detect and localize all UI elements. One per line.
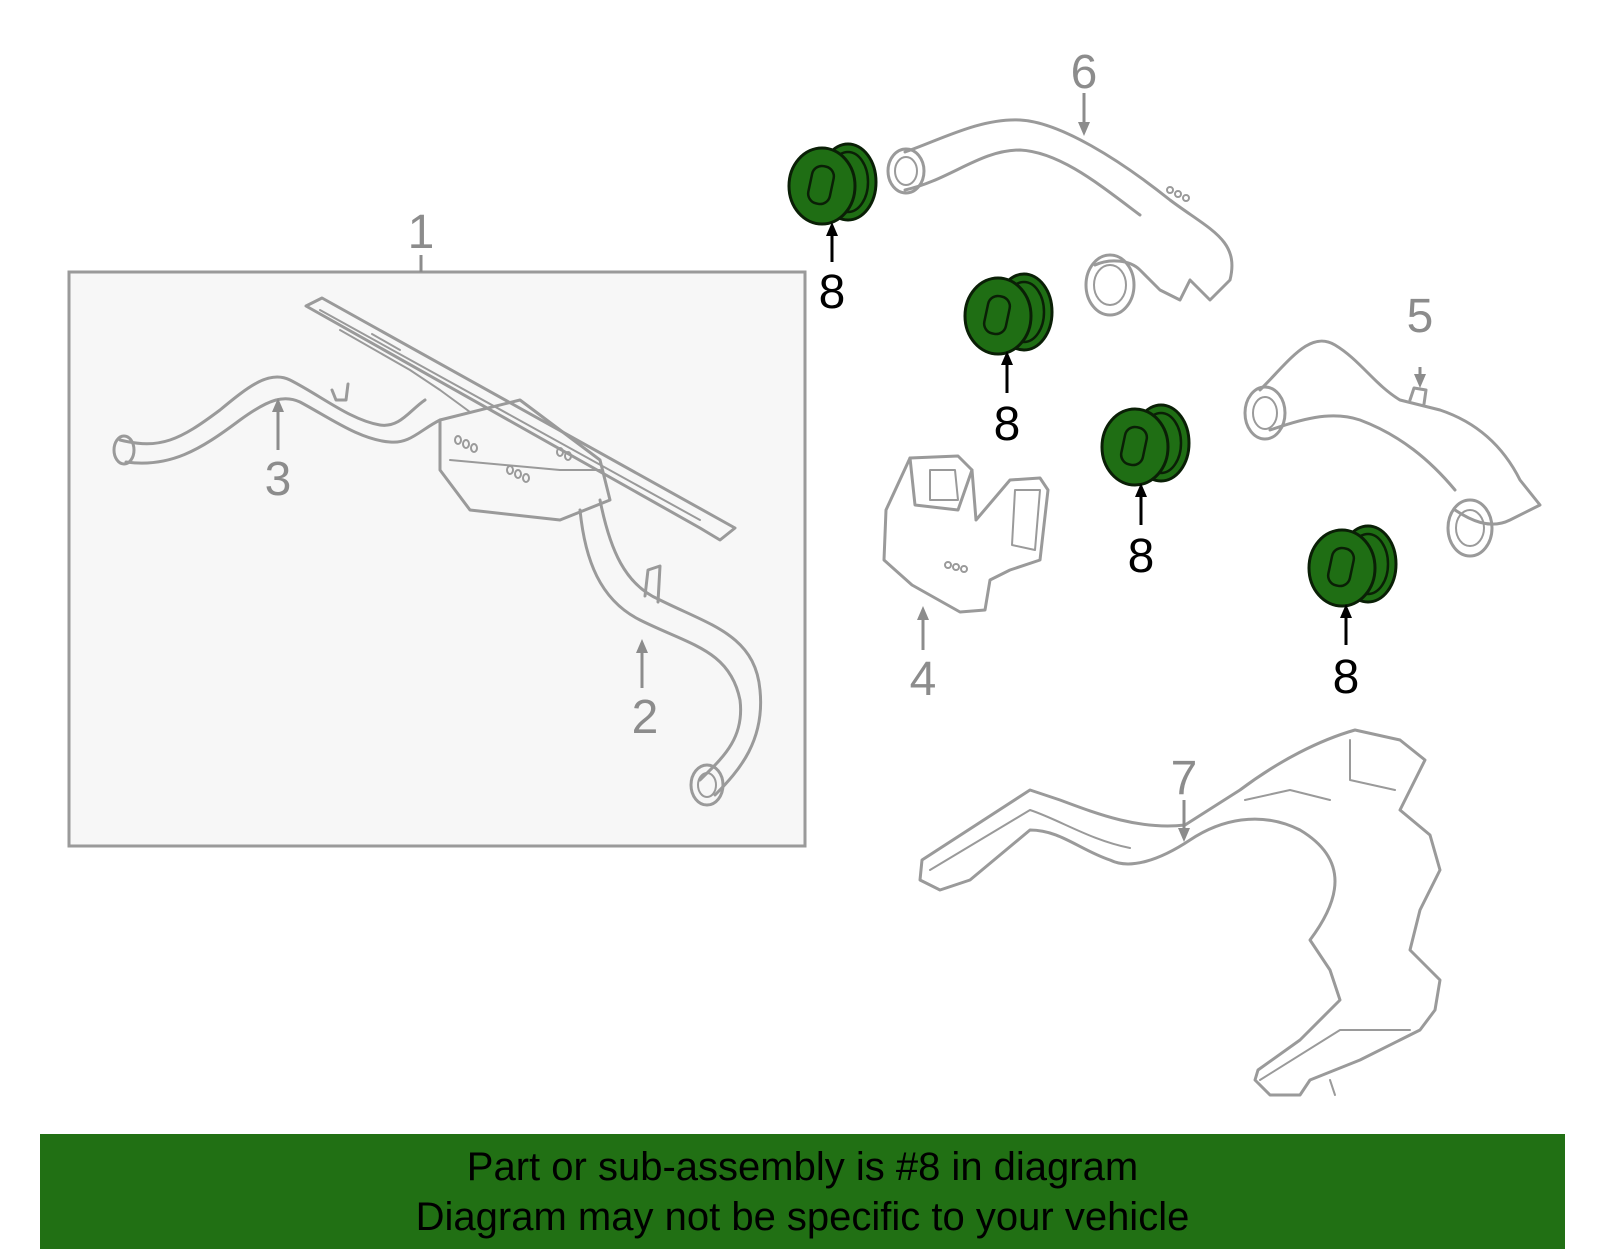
duct-7	[918, 728, 1442, 1097]
outlet-4	[882, 454, 1050, 614]
dash-duct-assembly	[112, 296, 763, 807]
grommet-8-d	[1307, 524, 1398, 608]
callout-1: 1	[408, 206, 435, 259]
banner-line-2: Diagram may not be specific to your vehi…	[415, 1195, 1190, 1239]
grommet-8-a	[787, 142, 878, 226]
grommet-8-c	[1100, 403, 1191, 487]
callout-2: 2	[632, 691, 659, 744]
callout-3: 3	[265, 453, 292, 506]
callout-8-b: 8	[994, 398, 1021, 451]
callout-6: 6	[1071, 46, 1098, 99]
callout-7: 7	[1171, 752, 1198, 805]
banner-line-1: Part or sub-assembly is #8 in diagram	[466, 1145, 1139, 1189]
callout-4: 4	[910, 653, 937, 706]
callout-8-c: 8	[1128, 530, 1155, 583]
callout-5: 5	[1407, 290, 1434, 343]
duct-5	[1243, 339, 1542, 558]
info-banner: Part or sub-assembly is #8 in diagram Di…	[40, 1134, 1565, 1249]
callout-8-a: 8	[819, 266, 846, 319]
duct-6	[886, 118, 1234, 317]
callout-8-d: 8	[1333, 651, 1360, 704]
grommet-8-b	[963, 272, 1054, 356]
assembly-box-1	[67, 270, 807, 848]
